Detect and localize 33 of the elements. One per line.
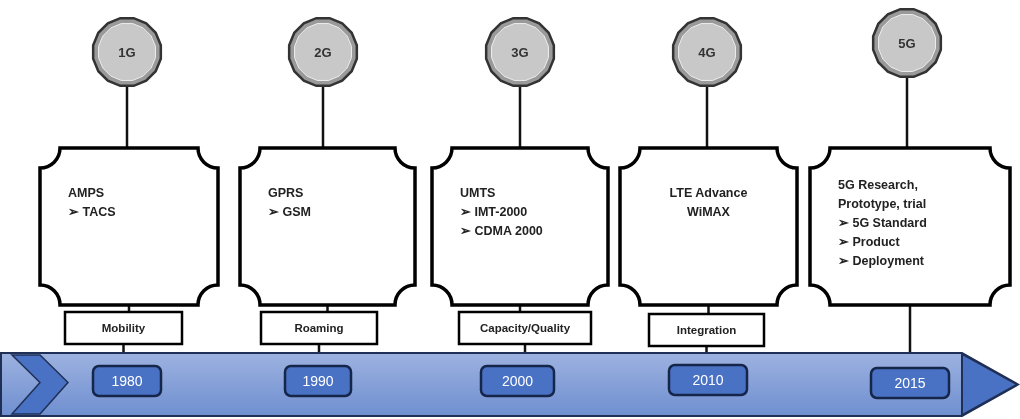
technology-item: ➢ Product: [838, 234, 900, 251]
technology-heading: AMPS: [68, 185, 105, 202]
technology-heading: UMTS: [460, 185, 496, 202]
technology-heading: LTE Advance: [669, 185, 748, 202]
technology-item: ➢ 5G Standard: [838, 215, 927, 232]
connector-line: [122, 344, 125, 353]
feature-label: Roaming: [294, 322, 344, 334]
year-label: 2015: [894, 375, 926, 391]
year-label: 2010: [692, 372, 724, 388]
technology-item: WiMAX: [687, 204, 730, 221]
technology-heading: 5G Research, Prototype, trial: [838, 177, 928, 213]
year-label: 1980: [111, 373, 143, 389]
technology-item: ➢ GSM: [268, 204, 311, 221]
feature-label: Integration: [676, 324, 737, 336]
generation-label: 3G: [511, 44, 529, 60]
generation-label: 4G: [698, 44, 716, 60]
technology-item: ➢ IMT-2000: [460, 204, 528, 221]
year-label: 2000: [501, 373, 534, 389]
technology-item: ➢ CDMA 2000: [460, 223, 543, 240]
generation-label: 1G: [118, 44, 136, 60]
generation-label: 2G: [314, 44, 332, 60]
technology-heading: GPRS: [268, 185, 304, 202]
technology-item: ➢ TACS: [68, 204, 116, 221]
feature-label: Capacity/Quality: [479, 322, 571, 334]
technology-item: ➢ Deployment: [838, 253, 924, 270]
generation-label: 5G: [898, 35, 916, 51]
connector-line: [321, 87, 325, 149]
connector-line: [125, 87, 129, 149]
connector-line: [905, 78, 909, 149]
feature-label: Mobility: [101, 322, 146, 334]
connector-line: [705, 87, 709, 149]
year-label: 1990: [302, 373, 334, 389]
connector-line: [518, 87, 522, 149]
